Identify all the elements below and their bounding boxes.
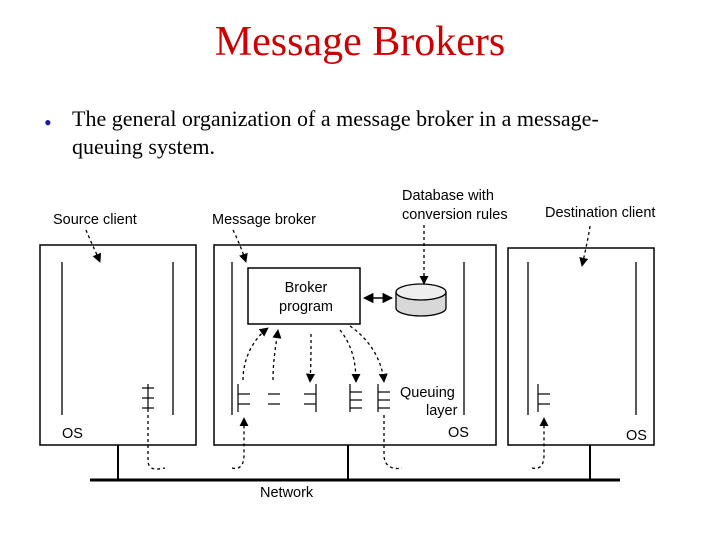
broker-program-label-2: program <box>279 299 333 315</box>
database-label-1: Database with <box>402 188 494 204</box>
network-stubs <box>117 445 591 480</box>
destination-client-label: Destination client <box>545 205 655 221</box>
destination-client-machine <box>507 247 655 446</box>
label-leader-arrows <box>85 225 591 285</box>
message-broker-label: Message broker <box>212 212 316 228</box>
os-label-source: OS <box>62 426 83 442</box>
database-icon <box>395 283 447 317</box>
source-client-label: Source client <box>53 212 137 228</box>
queue-flow-arrows <box>242 325 388 383</box>
bullet-line-1: The general organization of a message br… <box>72 106 599 131</box>
broker-program-label-1: Broker <box>285 280 328 296</box>
broker-program-box <box>247 267 361 325</box>
slide-title: Message Brokers <box>214 19 506 65</box>
queues <box>142 384 550 412</box>
os-label-broker: OS <box>448 425 469 441</box>
network-label: Network <box>260 485 314 501</box>
queuing-layer-label-1: Queuing <box>400 385 455 401</box>
bullet-icon: • <box>44 110 52 135</box>
bullet-text: The general organization of a message br… <box>72 105 672 161</box>
database-label-2: conversion rules <box>402 207 508 223</box>
process-lines <box>61 262 637 415</box>
bullet-line-2: queuing system. <box>72 134 215 159</box>
queuing-layer-label-2: layer <box>426 403 458 419</box>
message-broker-machine <box>213 244 497 446</box>
network-flow-arrows <box>147 415 549 470</box>
os-label-destination: OS <box>626 428 647 444</box>
